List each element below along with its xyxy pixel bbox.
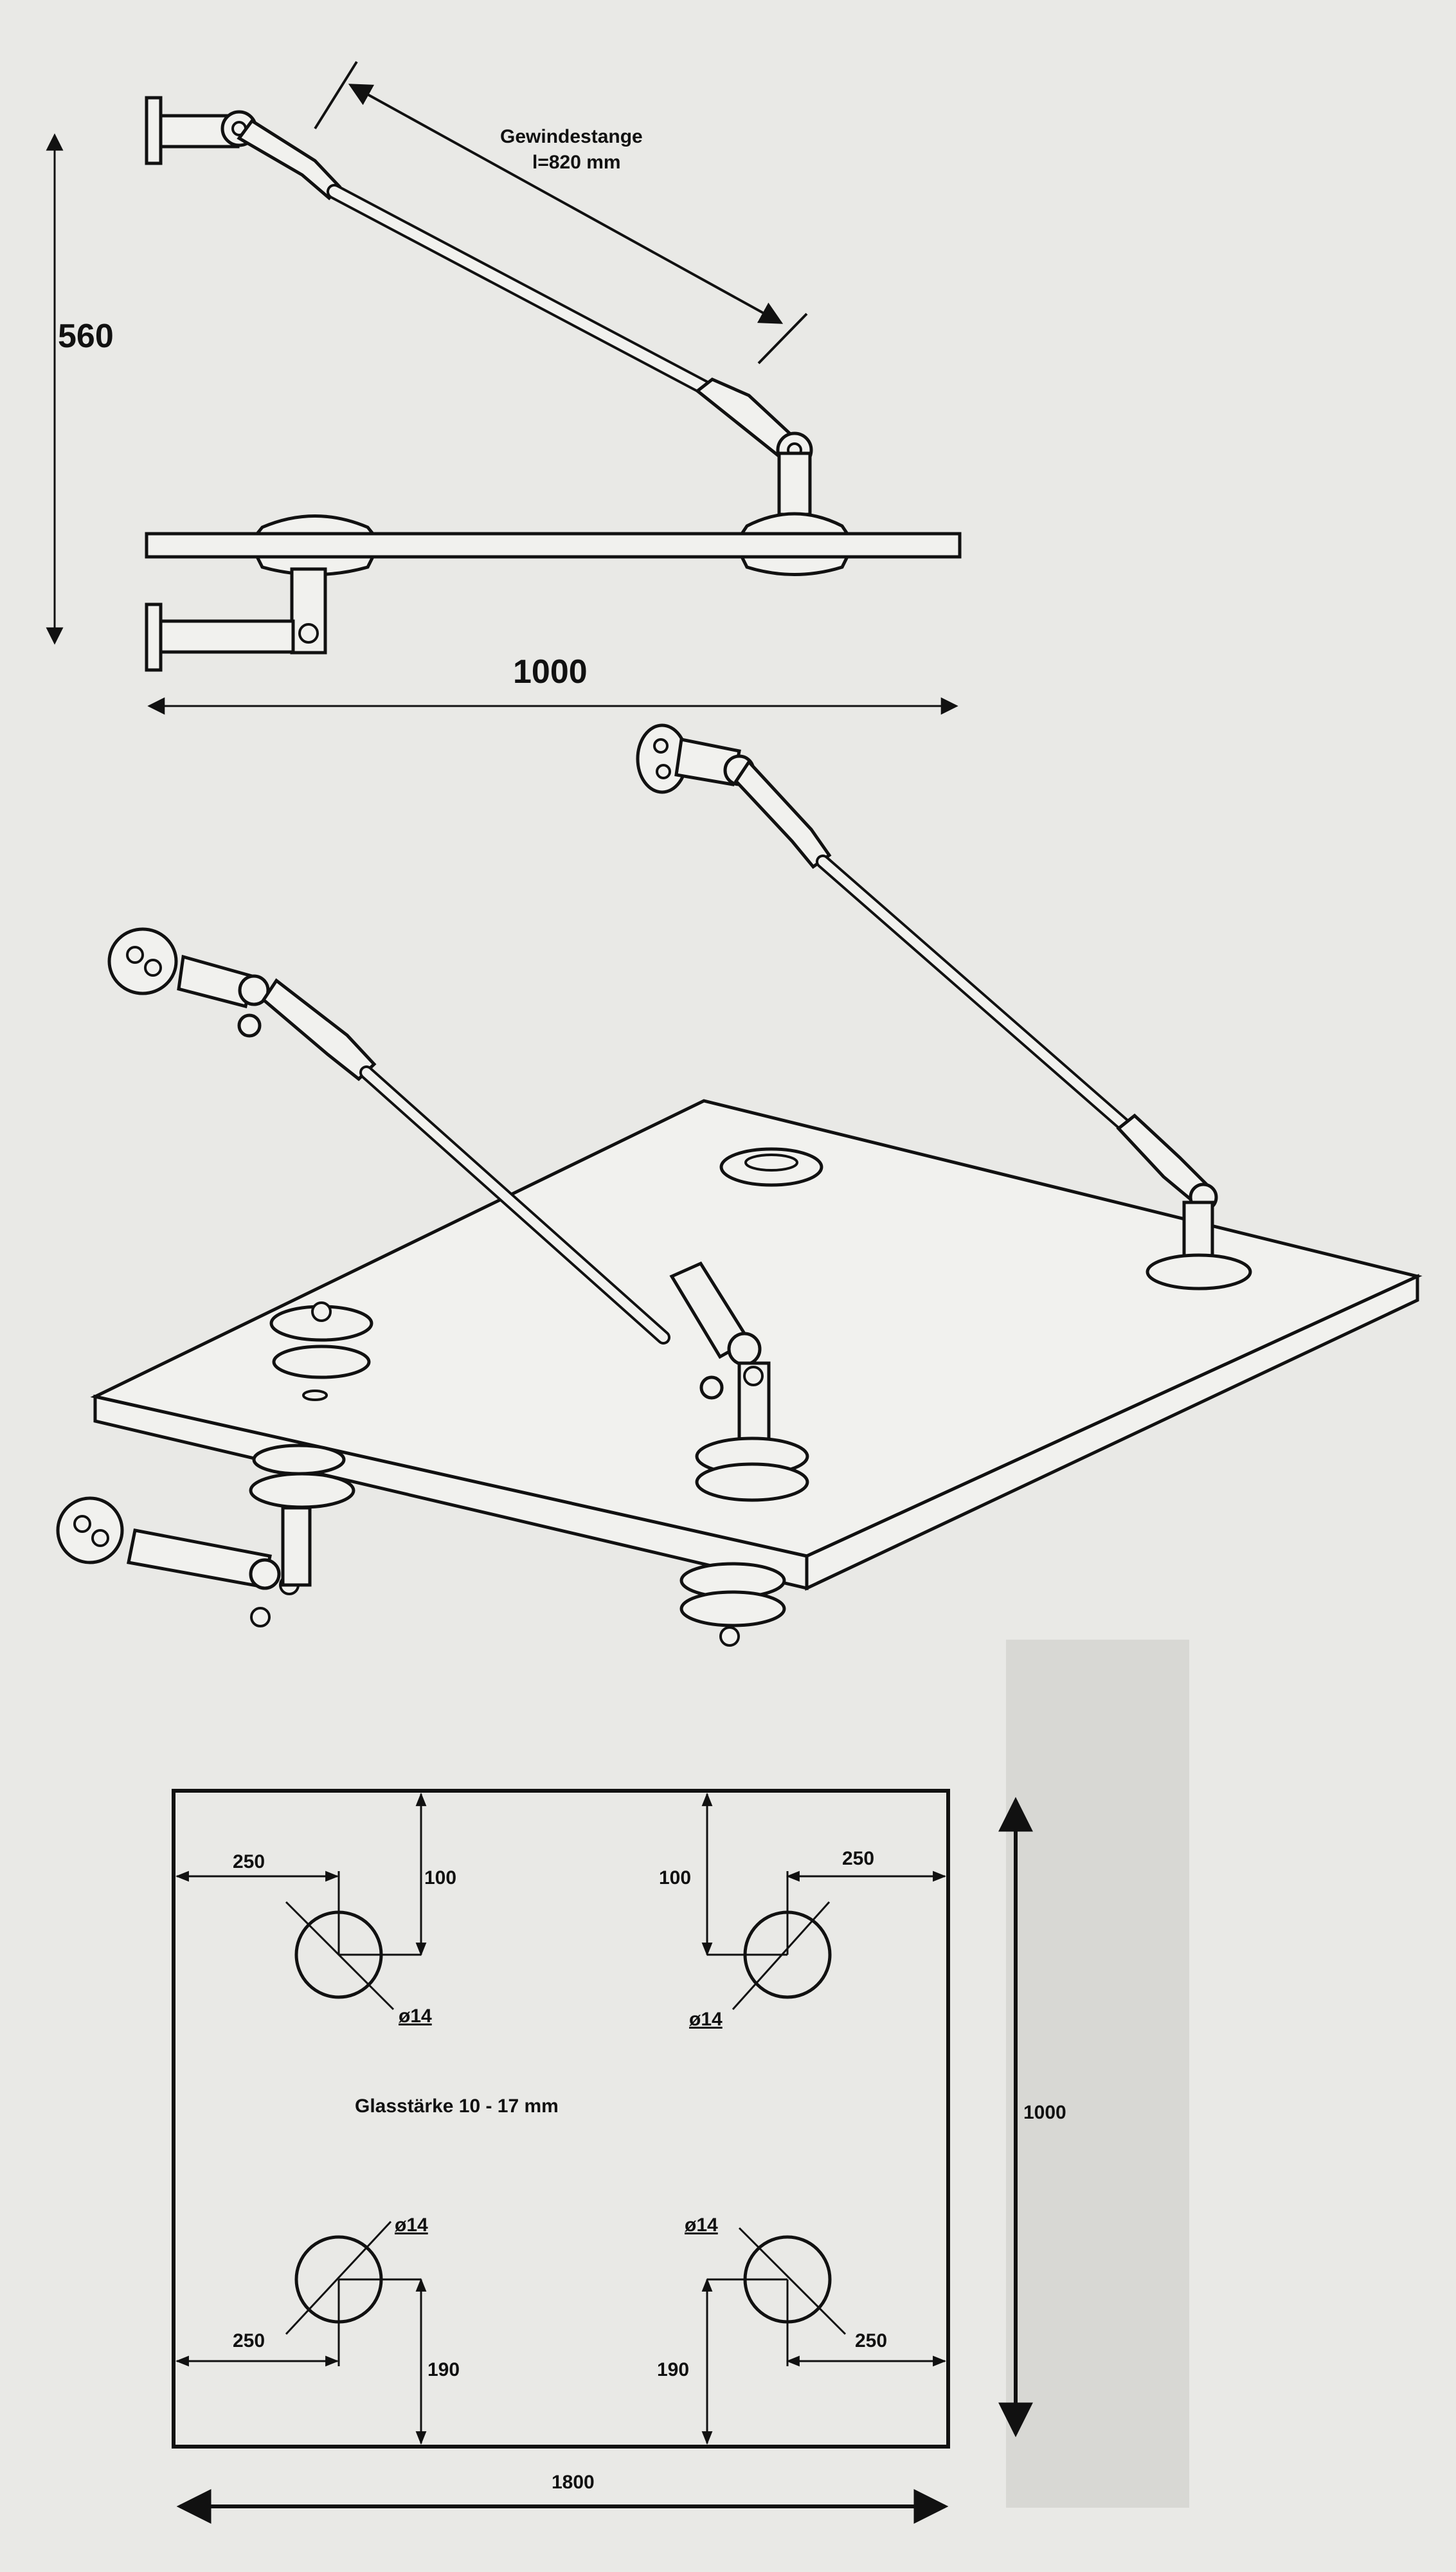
- bottom-left-diameter-label: ø14: [395, 2214, 428, 2236]
- glass-mount-top-disc: [739, 512, 850, 536]
- side-view: 560 Gewindestange l=820 mm: [46, 60, 962, 715]
- bottom-left-y-label: 190: [427, 2359, 460, 2380]
- back-center-clamp-disc: [719, 1147, 823, 1187]
- top-left-x-label: 250: [233, 1851, 265, 1872]
- glass-mount-stem: [777, 451, 812, 516]
- glass-outline-plan: [172, 1789, 950, 2449]
- glass-pane-side: [145, 532, 962, 559]
- upper-wall-plate: [145, 96, 163, 165]
- height-dimension-label: 560: [58, 318, 114, 355]
- bottom-left-x-label: 250: [233, 2330, 265, 2351]
- lower-wall-arm: [159, 619, 295, 654]
- bottom-left-wall-plate: [56, 1496, 124, 1564]
- left-clamp-top-disc: [253, 514, 377, 536]
- top-right-y-label: 100: [659, 1867, 691, 1888]
- total-depth-label: 1000: [1023, 2102, 1066, 2123]
- rod-upper-sleeve: [237, 118, 342, 201]
- rod-label-line2: l=820 mm: [532, 152, 621, 173]
- bottom-right-x-label: 250: [855, 2330, 887, 2351]
- top-left-y-label: 100: [424, 1867, 456, 1888]
- rod-length-dimension-line: [348, 84, 784, 324]
- top-right-x-label: 250: [842, 1848, 874, 1869]
- lower-wall-plate: [145, 602, 163, 672]
- rod-label-line1: Gewindestange: [500, 126, 643, 147]
- bottom-left-clamp-disc: [249, 1472, 355, 1509]
- width-dimension-label: 1000: [513, 653, 588, 691]
- plan-view: 250 100 ø14 100 250 ø14 Glasstärke 10 - …: [172, 1640, 1189, 2524]
- lower-support-stem: [290, 567, 327, 655]
- bottom-right-diameter-label: ø14: [685, 2214, 718, 2236]
- scan-strip: [1006, 1640, 1189, 2508]
- isometric-view: [56, 723, 1423, 1647]
- top-left-wall-plate: [107, 927, 178, 995]
- glass-thickness-label: Glasstärke 10 - 17 mm: [355, 2096, 559, 2117]
- top-left-diameter-label: ø14: [399, 2006, 432, 2027]
- back-right-mount-disc: [1146, 1253, 1252, 1291]
- total-width-label: 1800: [552, 2472, 595, 2493]
- top-right-diameter-label: ø14: [689, 2009, 723, 2030]
- bottom-right-y-label: 190: [657, 2359, 689, 2380]
